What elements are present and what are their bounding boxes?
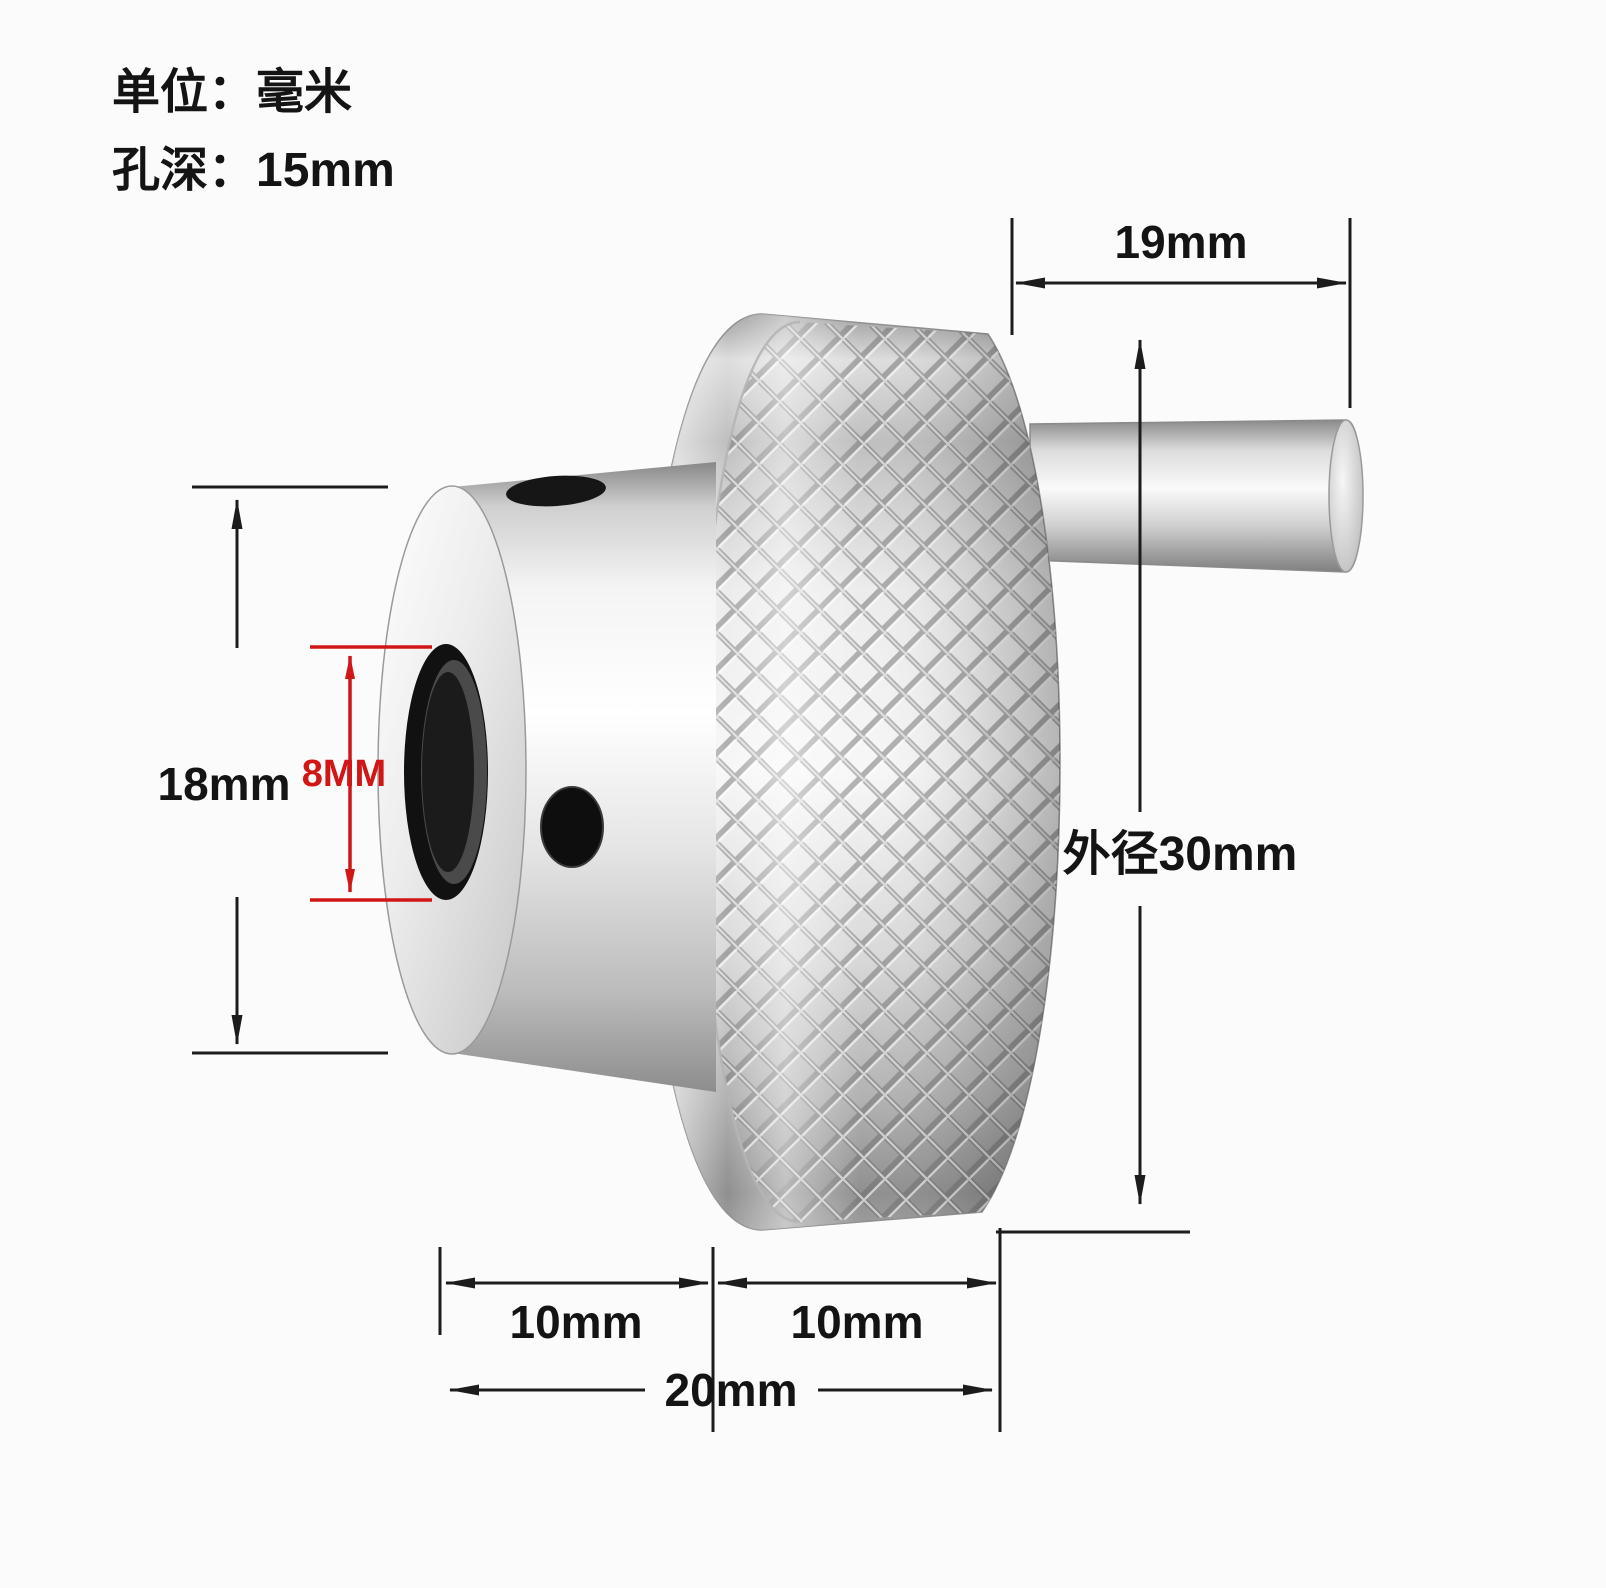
hub-body <box>452 462 716 1092</box>
dim-label-hub-width: 10mm <box>510 1296 643 1348</box>
dim-handle-length: 19mm <box>1010 216 1352 408</box>
dim-hub-diameter: 18mm <box>158 485 388 1055</box>
handwheel-illustration <box>377 313 1364 1231</box>
top-set-screw-hole-icon <box>506 475 606 507</box>
dim-widths: 10mm 10mm 20mm <box>438 1228 1002 1432</box>
crank-handle <box>1029 419 1364 573</box>
hub-boss <box>377 462 716 1092</box>
knurled-drum <box>643 313 1061 1231</box>
dim-label-hub-diameter: 18mm <box>158 758 291 810</box>
hole-depth-note: 孔深：15mm <box>112 144 395 197</box>
crank-handle-body <box>1029 419 1363 573</box>
notes: 单位：毫米 孔深：15mm <box>112 66 395 197</box>
dim-label-drum-width: 10mm <box>791 1296 924 1348</box>
side-set-screw-hole-icon <box>540 786 604 868</box>
dim-bore-diameter: 8MM <box>302 645 432 902</box>
unit-note: 单位：毫米 <box>112 66 352 119</box>
handle-end-cap-icon <box>1328 419 1364 573</box>
dim-label-handle-length: 19mm <box>1115 216 1248 268</box>
dim-label-outer-diameter: 外径30mm <box>1063 828 1298 881</box>
drum-sheen <box>644 314 1061 1230</box>
dim-outer-diameter: 外径30mm <box>996 339 1298 1234</box>
dim-label-total-width: 20mm <box>665 1364 798 1416</box>
bore-depth <box>422 672 474 872</box>
dim-label-bore-diameter: 8MM <box>302 753 386 795</box>
